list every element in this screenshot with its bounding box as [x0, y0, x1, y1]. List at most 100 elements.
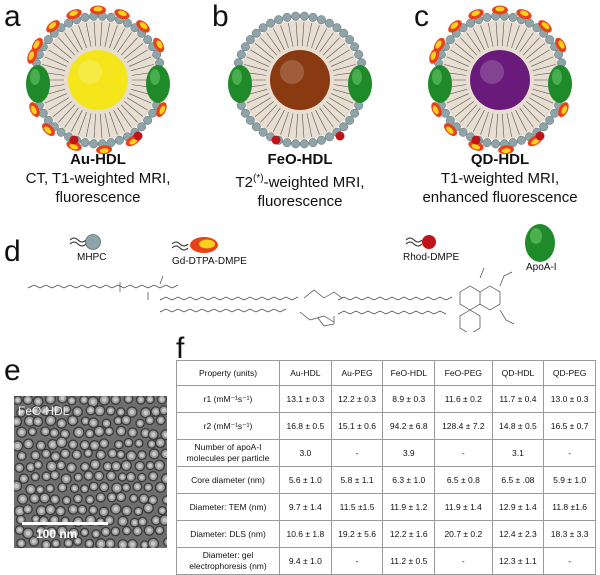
tem-particle	[163, 537, 167, 547]
tem-particle-center	[33, 474, 38, 479]
lipid-head	[316, 15, 326, 25]
lipid-head	[251, 122, 261, 132]
tem-particle-center	[124, 528, 129, 533]
lipid-tail	[58, 104, 76, 123]
lipid-tail	[473, 110, 485, 132]
gd-dtpa-lipid	[66, 140, 82, 151]
tem-particle-center	[104, 421, 109, 426]
chemical-structures	[27, 267, 515, 332]
tem-particle-center	[135, 484, 140, 489]
gd-dtpa-lipid	[558, 102, 569, 118]
rhodamine-lipid	[335, 131, 345, 141]
lipid-head	[89, 139, 99, 149]
lipid-tail	[93, 113, 96, 138]
caption-line: fluorescence	[55, 189, 141, 206]
lipid-tail	[78, 111, 87, 135]
tem-particle-center	[137, 441, 141, 446]
lipid-tail	[44, 93, 67, 104]
tem-particle-center	[71, 442, 76, 447]
tem-particle-center	[91, 420, 96, 426]
tem-particle-center	[83, 464, 87, 469]
scale-bar-label: 100 nm	[36, 527, 78, 541]
tem-particle-center	[151, 474, 156, 479]
table-cell: 14.8 ± 0.5	[491, 412, 545, 440]
tem-particle-center	[48, 507, 53, 512]
lipid-head	[308, 12, 318, 22]
feo-hdl-particle	[228, 11, 372, 149]
table-cell: 3.9	[382, 439, 436, 467]
tem-particle-center	[149, 442, 154, 446]
scale-bar	[22, 522, 108, 525]
tem-particle-center	[58, 463, 63, 468]
lipid-head	[550, 108, 560, 118]
lipid-head	[524, 18, 534, 28]
gd-dtpa-lipid	[96, 145, 113, 155]
column-header: QD-PEG	[543, 360, 596, 386]
tem-particle-center	[118, 452, 123, 457]
lipid-head	[148, 108, 158, 118]
lipid-tail	[287, 23, 294, 47]
lipid-head	[258, 127, 268, 137]
lipid-tail	[130, 64, 154, 72]
tem-particle-center	[39, 508, 44, 514]
lipid-tail	[109, 111, 118, 135]
gd-dtpa-lipid	[431, 102, 442, 118]
tem-particle	[161, 495, 167, 505]
au-hdl-particle	[26, 5, 170, 155]
lipid-head	[324, 132, 334, 142]
lipid-head	[258, 23, 268, 33]
core	[270, 50, 330, 110]
table-cell: 5.8 ± 1.1	[330, 466, 384, 494]
panel-letter-c: c	[414, 0, 429, 33]
tem-particle-center	[101, 484, 107, 490]
lipid-tail	[532, 64, 556, 72]
lipid-tail	[460, 37, 478, 56]
tem-particle-center	[96, 429, 102, 434]
tem-particle-center	[98, 495, 103, 500]
tem-particle-center	[33, 453, 38, 458]
tem-particle-center	[75, 409, 80, 414]
gd-dtpa-lipid	[429, 48, 440, 64]
lipid-head	[245, 35, 255, 45]
tem-particle-center	[75, 539, 80, 544]
table-cell: 12.2 ± 0.3	[330, 385, 384, 413]
lipid-head	[316, 135, 326, 145]
tem-particle-center	[48, 486, 52, 491]
lipid-tail	[454, 101, 474, 117]
lipid-tail	[466, 32, 481, 53]
lipid-tail	[246, 56, 269, 67]
lipid-tail	[100, 22, 103, 47]
lipid-tail	[64, 32, 79, 53]
tem-particle-center	[63, 519, 68, 523]
tem-particle-center	[132, 520, 137, 525]
tem-particle-center	[116, 442, 121, 447]
table-cell: 12.9 ± 1.4	[491, 493, 545, 521]
tem-particles	[14, 396, 167, 548]
lipid-head	[445, 35, 455, 45]
tem-particle-center	[161, 408, 166, 413]
lipid-tail	[44, 56, 67, 67]
tem-particle-center	[15, 398, 20, 403]
lipid-head	[482, 138, 492, 148]
caption-line: T1-weighted MRI,	[440, 170, 560, 187]
gd-dtpa-lipid	[538, 20, 552, 33]
tem-particle-center	[63, 451, 68, 456]
lipid-tail	[326, 43, 346, 59]
lipid-tail	[260, 37, 278, 56]
core-highlight	[280, 60, 304, 84]
tem-particle-center	[94, 532, 98, 536]
tem-particle-center	[91, 484, 96, 489]
panel-letter-f: f	[176, 332, 185, 365]
lipid-tail	[480, 25, 489, 49]
tem-particle-center	[87, 541, 92, 546]
table-cell: -	[434, 547, 493, 575]
tem-particle-center	[88, 408, 93, 413]
lipid-head	[466, 18, 476, 28]
panel-letter-b: b	[212, 0, 229, 33]
lipid-tail	[254, 101, 274, 117]
table-row: Diameter: gel electrophoresis (nm)9.4 ± …	[176, 547, 596, 575]
tem-particle-center	[60, 396, 65, 401]
table-cell: 12.2 ± 1.6	[382, 520, 436, 548]
gd-dtpa-dmpe-icon	[171, 237, 218, 253]
